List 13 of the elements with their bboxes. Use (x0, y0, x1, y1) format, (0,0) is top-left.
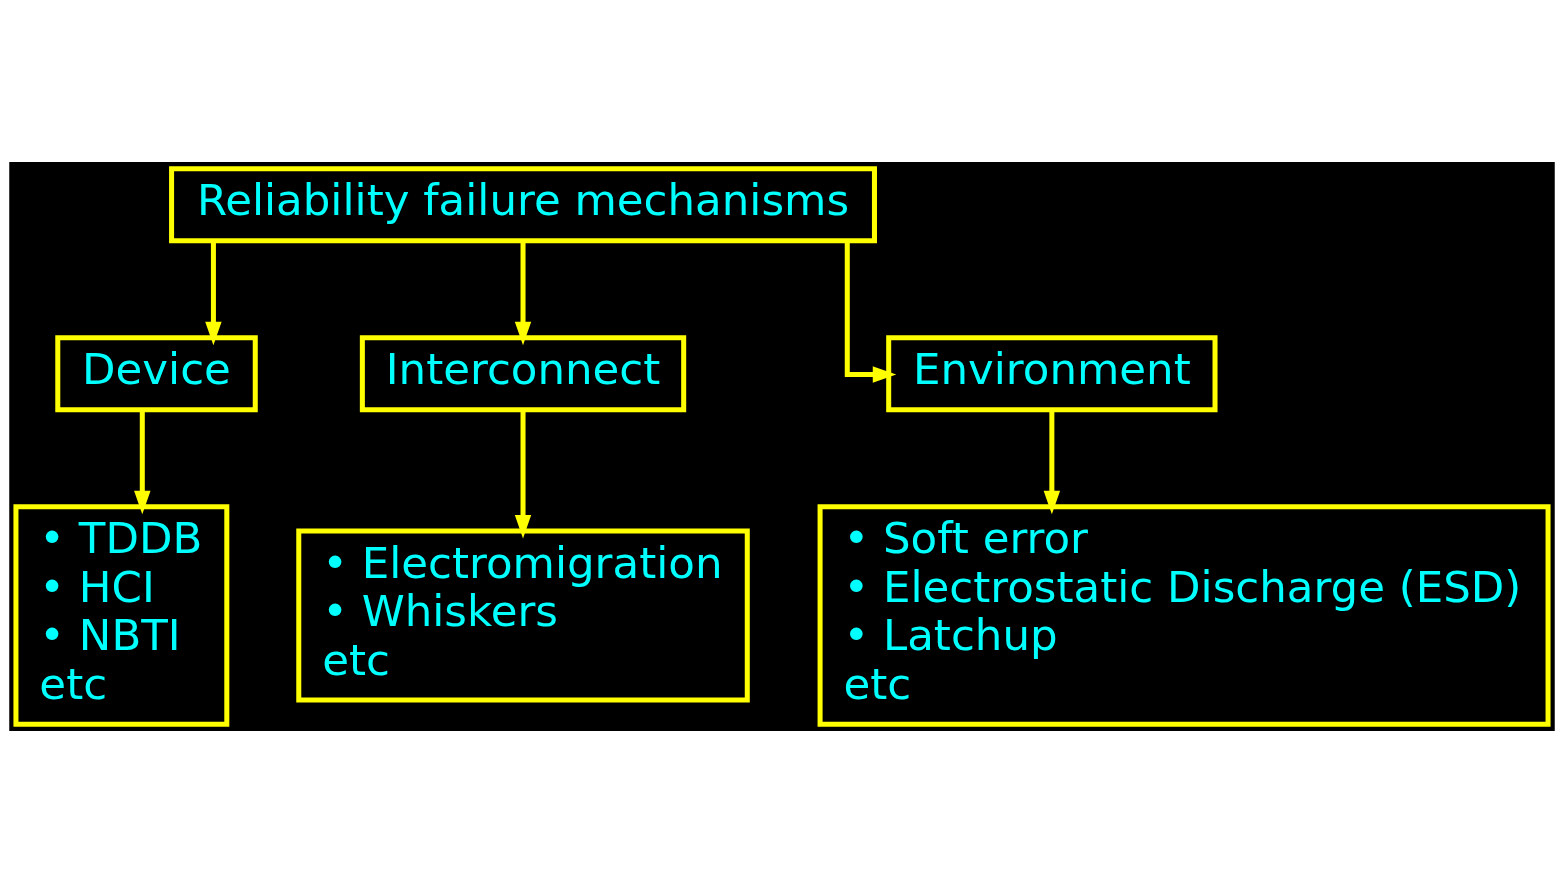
node-box: • Soft error • Electrostatic Discharge (ESD) • Latchup etc (817, 504, 1551, 727)
node-box: • Electromigration • Whiskers etc (296, 528, 750, 703)
arrow (514, 409, 532, 539)
arrow (844, 240, 897, 383)
node-box: Environment (886, 335, 1218, 413)
node-box: Device (55, 335, 258, 413)
node-box: • TDDB • HCI • NBTI etc (13, 504, 230, 727)
arrow (1043, 409, 1061, 515)
node-box: Reliability failure mechanisms (169, 166, 877, 244)
node-box: Interconnect (359, 335, 687, 413)
arrow (514, 241, 532, 346)
arrow (134, 409, 151, 515)
arrow (205, 241, 222, 346)
